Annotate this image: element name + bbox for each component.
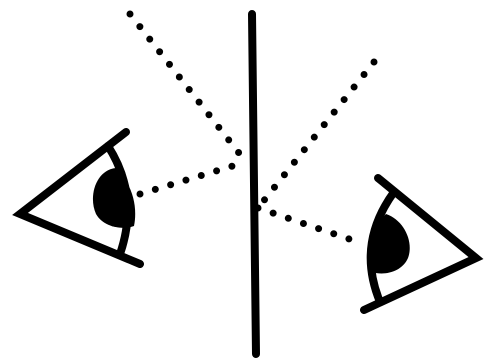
- left-eye-icon: [20, 132, 140, 264]
- right-eye-dotted-lines: [258, 62, 374, 240]
- left-eye-sight-line: [140, 162, 246, 194]
- left-eye-dotted-lines: [130, 14, 246, 194]
- left-eye-pupil: [93, 168, 135, 228]
- right-eye-icon: [364, 178, 476, 310]
- right-eye-reflected-line: [258, 62, 374, 208]
- vertical-barrier-line: [252, 14, 256, 354]
- left-eye-reflected-line: [130, 14, 246, 162]
- right-eye-sight-line: [258, 208, 352, 240]
